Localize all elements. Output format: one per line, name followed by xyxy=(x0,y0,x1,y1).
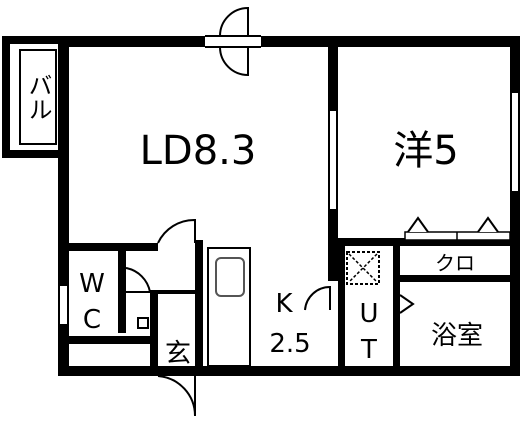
entrance-area xyxy=(137,290,195,329)
ut-label-t: T xyxy=(360,335,377,365)
washing-machine-icon xyxy=(346,251,380,285)
door-swing xyxy=(125,267,152,293)
bathroom-label: 浴室 xyxy=(431,321,483,351)
closet xyxy=(404,216,511,241)
door-swing xyxy=(304,285,331,311)
kitchen-counter xyxy=(207,247,251,367)
doors xyxy=(125,6,415,417)
wc-label-c: C xyxy=(83,305,101,335)
kitchen-name-label: K xyxy=(275,289,293,319)
balcony-label: バル xyxy=(24,73,52,121)
windows xyxy=(58,34,520,326)
room-labels: LD8.3 洋5 K 2.5 浴室 クロ 玄 W C U T バル xyxy=(24,73,483,369)
wc-label-w: W xyxy=(79,269,105,299)
balcony xyxy=(2,36,67,158)
door-swing xyxy=(157,218,196,244)
western-room-label: 洋5 xyxy=(393,128,458,174)
outer-walls xyxy=(58,36,520,376)
ld-label: LD8.3 xyxy=(140,128,257,174)
door-swing xyxy=(218,6,249,37)
kitchen-size-label: 2.5 xyxy=(269,329,310,359)
closet-label: クロ xyxy=(435,251,475,275)
door-swing xyxy=(157,375,197,417)
door-swing xyxy=(399,294,415,314)
ut-label-u: U xyxy=(359,299,378,329)
door-swing xyxy=(219,46,249,77)
entrance-label: 玄 xyxy=(165,339,191,369)
